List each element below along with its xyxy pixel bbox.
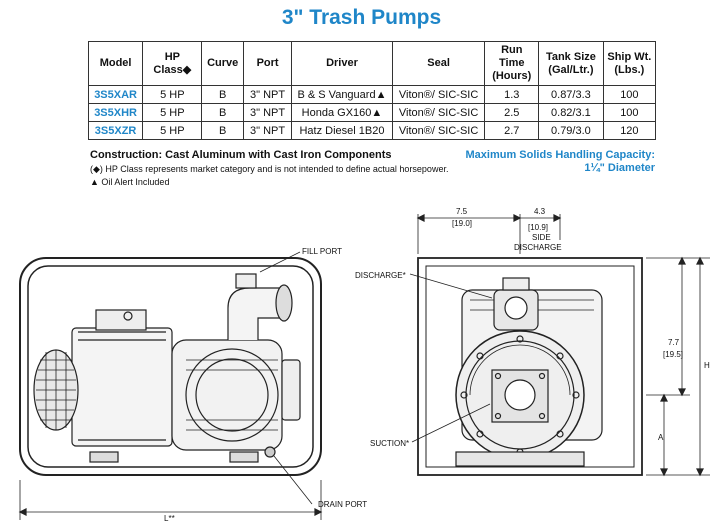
cell-seal: Viton®/ SIC-SIC xyxy=(391,121,486,140)
col-run-time: Run Time (Hours) xyxy=(484,41,540,86)
solids-capacity-value: 1¼" Diameter xyxy=(584,162,655,174)
cell-tank-size: 0.79/3.0 xyxy=(538,121,604,140)
cell-run-time: 2.5 xyxy=(484,103,540,122)
cell-curve: B xyxy=(201,103,244,122)
page-title: 3" Trash Pumps xyxy=(281,6,442,29)
cell-hp: 5 HP xyxy=(142,85,203,104)
table-row: 3S5XAR 5 HP B 3" NPT B & S Vanguard▲ Vit… xyxy=(87,85,657,104)
cell-hp: 5 HP xyxy=(142,121,203,140)
pump-drawings: FILL PORT DRAIN PORT L** DISCHARGE* SUCT… xyxy=(18,207,710,523)
cell-driver: Honda GX160▲ xyxy=(291,103,393,122)
col-model: Model xyxy=(87,41,144,86)
cell-ship-wt: 100 xyxy=(602,103,657,122)
cell-model: 3S5XZR xyxy=(87,121,144,140)
col-ship-wt: Ship Wt. (Lbs.) xyxy=(602,41,657,86)
col-hp-class: HP Class◆ xyxy=(142,41,203,86)
suction-label: SUCTION* xyxy=(370,439,409,448)
cell-hp: 5 HP xyxy=(142,103,203,122)
construction-note: Construction: Cast Aluminum with Cast Ir… xyxy=(90,149,392,161)
side-label: SIDE xyxy=(532,233,551,242)
solids-capacity: Maximum Solids Handling Capacity: 1¼" Di… xyxy=(466,149,655,175)
cell-tank-size: 0.87/3.3 xyxy=(538,85,604,104)
table-row: 3S5XHR 5 HP B 3" NPT Honda GX160▲ Viton®… xyxy=(87,103,657,122)
oil-alert-note: ▲ Oil Alert Included xyxy=(90,177,170,187)
cell-seal: Viton®/ SIC-SIC xyxy=(391,85,486,104)
table-row: 3S5XZR 5 HP B 3" NPT Hatz Diesel 1B20 Vi… xyxy=(87,121,657,140)
cell-model: 3S5XHR xyxy=(87,103,144,122)
front-view-drawing xyxy=(409,214,710,477)
dim-a: A xyxy=(658,433,664,442)
dim-h: H xyxy=(704,361,710,370)
dim-7-5: 7.5 xyxy=(456,207,468,216)
spec-table: Model HP Class◆ Curve Port Driver Seal R… xyxy=(87,41,657,140)
side-discharge-label: DISCHARGE xyxy=(514,243,562,252)
dim-10-9: [10.9] xyxy=(528,223,548,232)
cell-curve: B xyxy=(201,85,244,104)
cell-port: 3" NPT xyxy=(242,85,293,104)
hp-class-note: (◆) HP Class represents market category … xyxy=(90,164,449,174)
col-curve: Curve xyxy=(201,41,244,86)
cell-model: 3S5XAR xyxy=(87,85,144,104)
cell-curve: B xyxy=(201,121,244,140)
cell-ship-wt: 120 xyxy=(602,121,657,140)
cell-ship-wt: 100 xyxy=(602,85,657,104)
cell-port: 3" NPT xyxy=(242,121,293,140)
length-label: L** xyxy=(164,514,175,523)
drain-port-label: DRAIN PORT xyxy=(318,500,367,509)
cell-run-time: 2.7 xyxy=(484,121,540,140)
solids-capacity-label: Maximum Solids Handling Capacity: xyxy=(465,149,655,161)
table-header-row: Model HP Class◆ Curve Port Driver Seal R… xyxy=(87,41,657,86)
cell-driver: Hatz Diesel 1B20 xyxy=(291,121,393,140)
col-seal: Seal xyxy=(391,41,486,86)
cell-port: 3" NPT xyxy=(242,103,293,122)
dim-4-3: 4.3 xyxy=(534,207,546,216)
cell-driver: B & S Vanguard▲ xyxy=(291,85,393,104)
col-tank-size: Tank Size (Gal/Ltr.) xyxy=(538,41,604,86)
fill-port-label: FILL PORT xyxy=(302,247,342,256)
col-port: Port xyxy=(242,41,293,86)
dim-19-5: [19.5] xyxy=(663,350,683,359)
side-view-drawing xyxy=(18,251,323,520)
cell-run-time: 1.3 xyxy=(484,85,540,104)
cell-tank-size: 0.82/3.1 xyxy=(538,103,604,122)
cell-seal: Viton®/ SIC-SIC xyxy=(391,103,486,122)
col-driver: Driver xyxy=(291,41,393,86)
dim-19-0: [19.0] xyxy=(452,219,472,228)
dim-7-7: 7.7 xyxy=(668,338,680,347)
discharge-label: DISCHARGE* xyxy=(355,271,406,280)
